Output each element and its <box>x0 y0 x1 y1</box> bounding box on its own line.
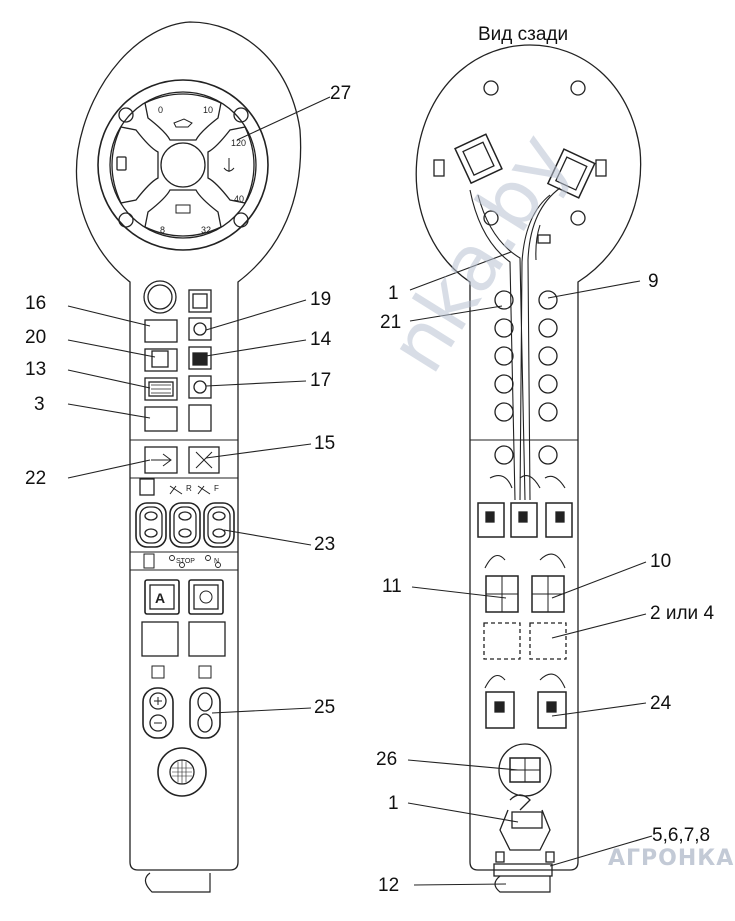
callout-21: 21 <box>380 312 402 333</box>
callout-14: 14 <box>310 329 332 350</box>
leader-lines <box>67 96 653 886</box>
blank-right <box>188 621 226 657</box>
switch-14 <box>188 346 212 370</box>
label-r: R <box>186 484 192 493</box>
callout-24: 24 <box>650 693 672 714</box>
gauge-right <box>207 126 255 204</box>
callout-5-6-7-8: 5,6,7,8 <box>652 825 711 846</box>
callout-23: 23 <box>314 534 336 555</box>
callout-26: 26 <box>376 749 398 770</box>
gauge-top-min: 0 <box>158 105 163 115</box>
rocker-2 <box>169 502 201 548</box>
callout-1-top: 1 <box>388 283 399 304</box>
callout-17: 17 <box>310 370 332 391</box>
rear-bottom-connector <box>493 863 553 877</box>
block-row1-3 <box>545 502 573 538</box>
small-icon-2 <box>198 665 212 679</box>
small-icon-1 <box>151 665 165 679</box>
callout-3: 3 <box>34 394 45 415</box>
indicator-bottom-left-icon <box>118 212 134 228</box>
rear-connector-right <box>546 148 596 199</box>
icon-strip-box <box>139 478 155 496</box>
oil-can-icon <box>173 118 193 128</box>
block-2or4-left <box>483 622 521 660</box>
gauge-bottom-max: 32 <box>201 225 211 235</box>
block-row1-2 <box>510 502 538 538</box>
callout-11: 11 <box>382 576 402 597</box>
callout-13: 13 <box>25 359 47 380</box>
gauge-bottom-min: 8 <box>160 225 165 235</box>
switch-16 <box>144 319 178 343</box>
front-cable <box>144 872 211 893</box>
callout-19: 19 <box>310 289 332 310</box>
switch-13 <box>144 377 178 401</box>
rear-panel-outline <box>415 44 642 871</box>
callout-20: 20 <box>25 327 47 348</box>
indicator-top-left-icon <box>118 107 134 123</box>
dial-inner-ring <box>109 91 257 239</box>
switch-3-left <box>144 406 178 432</box>
button-22 <box>144 446 178 474</box>
label-f: F <box>214 484 219 493</box>
front-panel-outline <box>75 21 302 871</box>
indicator-bottom-right-icon <box>233 212 249 228</box>
callout-1-bottom: 1 <box>388 793 399 814</box>
block-24-left <box>485 691 515 729</box>
rear-panel <box>415 44 642 893</box>
rocker-plus-minus <box>142 687 174 739</box>
gauge-top <box>144 93 222 141</box>
logo: АГРОНКА <box>608 846 735 871</box>
wiring-harness <box>469 187 561 501</box>
switch-17 <box>188 375 212 399</box>
switch-top-right <box>188 289 212 313</box>
callout-22: 22 <box>25 468 47 489</box>
dial-outer-ring <box>97 79 269 251</box>
fuel-icon <box>116 156 127 171</box>
front-panel: R F STOP N A <box>75 21 302 893</box>
label-stop: STOP <box>176 558 195 565</box>
gauge-right-max: 120 <box>231 138 246 148</box>
gauge-right-min: 40 <box>234 194 244 204</box>
rear-cable <box>499 794 551 851</box>
block-2or4-right <box>529 622 567 660</box>
coolant-icon <box>223 158 235 172</box>
diagram-title: Вид сзади <box>478 24 569 45</box>
rotary-knob <box>143 280 177 314</box>
callout-10: 10 <box>650 551 672 572</box>
block-24-right <box>537 691 567 729</box>
callout-27: 27 <box>330 83 352 104</box>
connector-column-left <box>494 290 514 465</box>
callout-9: 9 <box>648 271 659 292</box>
joystick-outer <box>157 747 207 797</box>
connector-column-right <box>538 290 558 465</box>
gauge-top-max: 10 <box>203 105 213 115</box>
indicator-top-right-icon <box>233 107 249 123</box>
button-power <box>188 579 224 615</box>
switch-20 <box>144 348 178 372</box>
label-n: N <box>214 558 219 565</box>
button-a <box>144 579 180 615</box>
button-15 <box>188 446 220 474</box>
callout-15: 15 <box>314 433 336 454</box>
callout-12: 12 <box>378 875 400 896</box>
button-a-label: A <box>155 590 165 606</box>
rocker-3 <box>203 502 235 548</box>
blank-left <box>141 621 179 657</box>
callout-2-or-4: 2 или 4 <box>650 603 715 624</box>
dial-center <box>160 142 206 188</box>
battery-icon <box>175 204 191 214</box>
switch-3-right <box>188 404 212 432</box>
rear-connector-left <box>454 133 503 185</box>
callout-25: 25 <box>314 697 336 718</box>
callout-16: 16 <box>25 293 47 314</box>
rocker-1 <box>135 502 167 548</box>
block-row1-1 <box>477 502 505 538</box>
gauge-left <box>111 126 159 204</box>
gauge-scale-labels: 0 10 120 40 8 32 <box>158 105 246 235</box>
gauge-bottom <box>144 189 222 237</box>
